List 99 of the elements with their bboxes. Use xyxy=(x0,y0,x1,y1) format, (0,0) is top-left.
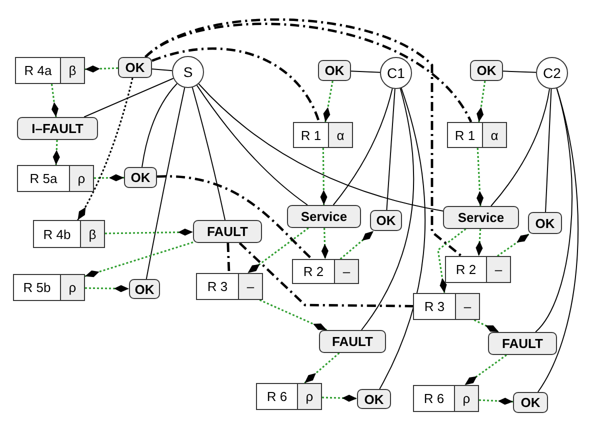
dotted-connector xyxy=(247,227,309,274)
connector xyxy=(537,88,579,392)
dotted-connector xyxy=(321,228,328,260)
state-box xyxy=(445,256,511,283)
status-box: FAULT xyxy=(488,332,557,355)
dotted-connector xyxy=(52,140,60,166)
state-symbol: β xyxy=(80,221,104,247)
state-label: R 1 xyxy=(300,126,322,144)
dotted-connector xyxy=(478,398,514,405)
connector xyxy=(361,88,414,330)
state-box xyxy=(33,220,105,248)
status-box: OK xyxy=(118,57,152,78)
dotted-connector xyxy=(464,354,507,386)
dotted-connector xyxy=(84,285,130,292)
state-label: R 5b xyxy=(22,279,52,297)
state-box xyxy=(292,259,359,284)
dotted-connector xyxy=(84,242,194,278)
status-box: FAULT xyxy=(193,220,262,243)
state-label: R 4a xyxy=(23,62,53,80)
connector xyxy=(198,83,444,212)
state-symbol: α xyxy=(482,123,506,147)
dotted-connector xyxy=(104,228,194,236)
connector xyxy=(490,88,550,206)
status-box: I–FAULT xyxy=(17,117,98,140)
state-box xyxy=(15,57,85,84)
state-symbol: ρ xyxy=(454,386,478,411)
component-circle: S xyxy=(172,56,204,88)
connector xyxy=(192,86,226,220)
dash-dot-connector xyxy=(226,242,230,274)
connector xyxy=(386,88,396,210)
state-label: R 4b xyxy=(42,226,72,244)
dotted-connector xyxy=(304,352,340,384)
connector xyxy=(196,84,308,206)
dotted-connector xyxy=(50,84,58,118)
state-box xyxy=(413,385,479,412)
dash-dot-connector xyxy=(157,175,313,260)
state-symbol: ρ xyxy=(60,275,84,300)
connector xyxy=(332,88,393,206)
dotted-connector xyxy=(320,148,328,206)
status-box: OK xyxy=(528,212,562,234)
state-box xyxy=(447,122,507,148)
connector xyxy=(350,70,381,73)
dotted-connector xyxy=(259,299,328,331)
state-box xyxy=(256,383,322,410)
status-box: FAULT xyxy=(319,330,386,353)
state-symbol: – xyxy=(455,294,479,319)
state-symbol: – xyxy=(334,260,358,283)
component-circle: C1 xyxy=(380,57,412,89)
state-symbol: β xyxy=(60,58,84,83)
connector xyxy=(379,88,426,390)
dotted-connector xyxy=(476,148,484,206)
state-label: R 1 xyxy=(454,126,476,144)
status-box: Service xyxy=(287,205,361,228)
dotted-connector xyxy=(322,394,358,402)
dotted-connector xyxy=(94,174,124,182)
state-label: R 5a xyxy=(28,170,58,188)
dash-dot-connector xyxy=(152,48,320,122)
state-label: R 6 xyxy=(266,388,288,406)
status-box: OK xyxy=(129,279,160,299)
state-box xyxy=(13,274,85,301)
status-box: OK xyxy=(318,60,351,81)
connector xyxy=(146,87,186,280)
state-symbol: ρ xyxy=(69,166,93,191)
status-box: OK xyxy=(357,389,391,409)
dotted-connector xyxy=(474,319,500,333)
state-symbol: α xyxy=(328,123,352,147)
state-symbol: – xyxy=(486,257,510,282)
connector xyxy=(84,78,174,118)
connector xyxy=(142,83,178,168)
state-label: R 2 xyxy=(454,261,478,279)
dotted-connector xyxy=(437,228,466,294)
state-label: R 3 xyxy=(206,278,229,296)
dotted-connector xyxy=(476,80,486,122)
dotted-connector xyxy=(340,230,374,260)
state-symbol: – xyxy=(238,274,262,299)
state-symbol: ρ xyxy=(297,384,321,409)
state-label: R 3 xyxy=(423,298,446,316)
dotted-connector xyxy=(77,78,134,220)
dash-dot-connector xyxy=(144,18,462,257)
status-box: OK xyxy=(370,210,402,231)
status-box: OK xyxy=(470,60,503,81)
connector xyxy=(502,70,536,73)
dash-dot-connector xyxy=(238,242,414,308)
state-box xyxy=(17,165,94,192)
dotted-connector xyxy=(323,80,334,122)
state-box xyxy=(413,293,480,320)
status-box: OK xyxy=(124,167,157,188)
state-box xyxy=(293,122,353,148)
state-box xyxy=(196,273,263,300)
status-box: OK xyxy=(513,392,548,413)
dotted-connector xyxy=(84,65,118,72)
connector xyxy=(545,88,552,212)
dotted-connector xyxy=(476,228,483,256)
state-label: R 6 xyxy=(422,390,446,408)
state-label: R 2 xyxy=(302,263,325,281)
component-circle: C2 xyxy=(536,57,568,89)
dotted-connector xyxy=(497,233,530,257)
connector xyxy=(152,68,173,72)
status-box: Service xyxy=(443,206,519,229)
